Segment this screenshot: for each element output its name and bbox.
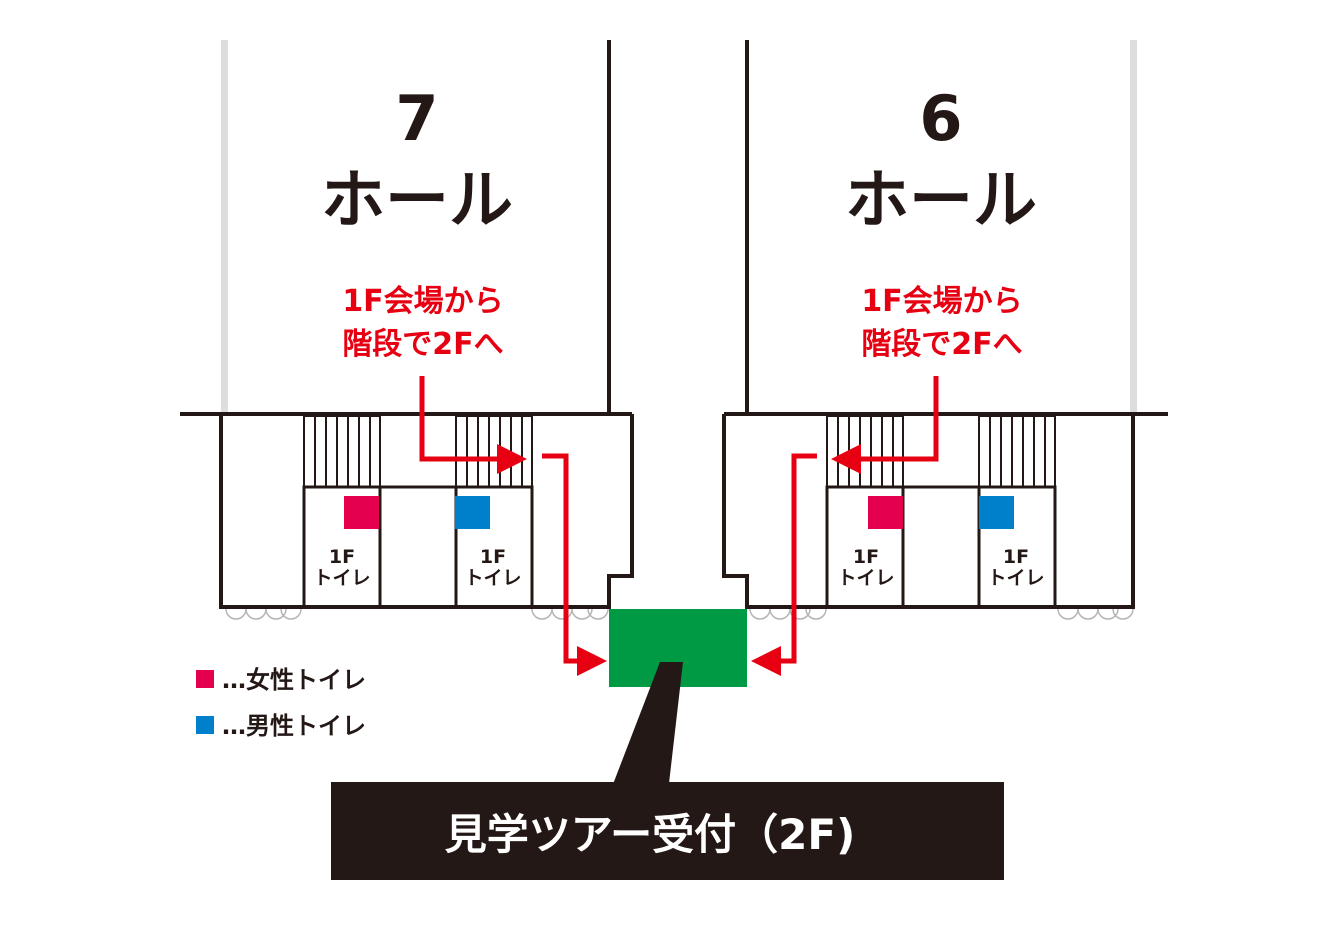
hall-name-7: ホール (321, 164, 513, 238)
legend: …女性トイレ …男性トイレ (196, 666, 366, 740)
reception-callout (331, 782, 1004, 880)
toilet-label-line2: トイレ (313, 567, 370, 589)
male-toilet-marker (455, 496, 490, 529)
toilet-labels: 1F トイレ 1F トイレ 1F トイレ 1F トイレ (313, 546, 1044, 589)
legend-swatch-female (196, 670, 214, 688)
reception-label: 見学ツアー受付（2F) (445, 810, 856, 859)
route-arrow-left-to-reception (542, 453, 607, 676)
hall-glass-walls (221, 40, 1137, 412)
hall-number-6: 6 (919, 82, 962, 155)
route-arrows (419, 376, 939, 676)
staircase-left-1 (303, 415, 381, 488)
female-toilet-marker (344, 496, 379, 529)
toilet-label-line2: トイレ (987, 567, 1044, 589)
staircase-right-2 (978, 415, 1056, 488)
direction-line1: 1F会場から (861, 284, 1022, 319)
staircases (303, 415, 1056, 488)
entrance-doors (225, 608, 1134, 620)
toilet-label-line2: トイレ (464, 567, 521, 589)
legend-label-male: …男性トイレ (222, 712, 366, 740)
toilet-label-line1: 1F (329, 546, 355, 568)
reception-callout-pointer (610, 662, 683, 792)
hall-walls (180, 40, 1168, 609)
hall-number-7: 7 (395, 82, 438, 155)
toilet-label-line1: 1F (480, 546, 506, 568)
route-arrow-left-down (419, 376, 527, 474)
hall-names: 7 ホール 6 ホール (321, 82, 1037, 238)
toilet-markers (344, 496, 1014, 529)
staircase-right-1 (826, 415, 904, 488)
toilet-label-line2: トイレ (837, 567, 894, 589)
toilet-label-line1: 1F (853, 546, 879, 568)
legend-swatch-male (196, 716, 214, 734)
legend-label-female: …女性トイレ (222, 666, 366, 694)
reception: 見学ツアー受付（2F) (331, 609, 1004, 880)
male-toilet-marker (979, 496, 1014, 529)
direction-line1: 1F会場から (342, 284, 503, 319)
staircase-left-2 (455, 415, 533, 488)
toilet-label-line1: 1F (1003, 546, 1029, 568)
route-arrow-right-to-reception (751, 453, 817, 676)
route-arrow-right-down (831, 376, 939, 474)
direction-notes: 1F会場から 階段で2Fへ 1F会場から 階段で2Fへ (342, 284, 1022, 362)
hall-name-6: ホール (845, 164, 1037, 238)
toilet-rooms (302, 485, 1057, 609)
female-toilet-marker (868, 496, 903, 529)
direction-line2: 階段で2Fへ (861, 327, 1022, 362)
direction-line2: 階段で2Fへ (342, 327, 503, 362)
